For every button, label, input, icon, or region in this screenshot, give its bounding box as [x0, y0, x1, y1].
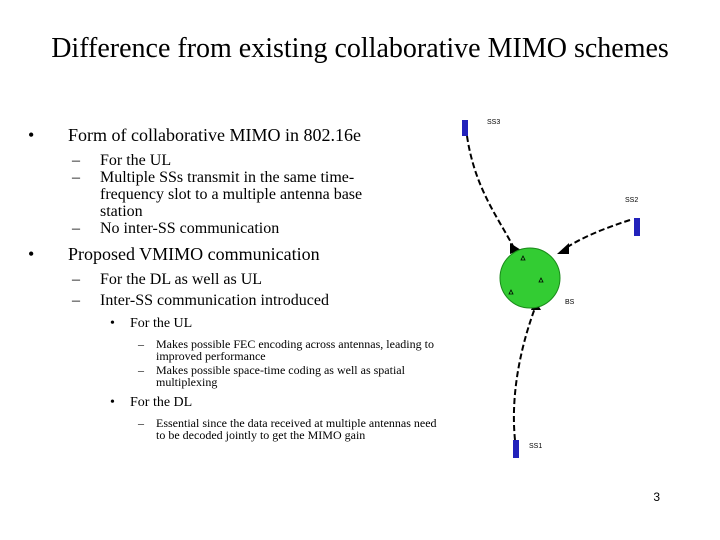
arrow-ss2 — [557, 243, 569, 254]
bullet-level2: – Inter-SS communication introduced — [28, 292, 468, 309]
bullet-level4: – Makes possible space-time coding as we… — [28, 364, 446, 388]
ss3-terminal-icon — [462, 120, 468, 136]
bullet-marker: – — [72, 292, 80, 309]
link-ss1-bs — [512, 307, 536, 441]
bullet-level2: – Multiple SSs transmit in the same time… — [28, 169, 370, 220]
page-number: 3 — [653, 490, 660, 504]
bullet-level1: • Proposed VMIMO communication — [28, 243, 468, 265]
link-ss3-bs — [466, 135, 516, 251]
bullet-text: Proposed VMIMO communication — [68, 244, 320, 264]
ss2-terminal-icon — [634, 218, 640, 236]
bullet-marker: – — [72, 152, 80, 169]
bullet-marker: – — [138, 363, 144, 377]
bullet-marker: • — [110, 395, 115, 410]
label-bs: BS — [565, 299, 575, 306]
network-diagram: SS3 SS2 BS SS1 — [462, 119, 640, 458]
bullet-text: No inter-SS communication — [100, 220, 280, 237]
arrow-ss3 — [510, 243, 521, 254]
bullet-text: For the DL — [130, 395, 193, 410]
slide-title: Difference from existing collaborative M… — [51, 33, 669, 64]
bullet-marker: – — [72, 271, 80, 288]
bullet-level3: • For the UL — [28, 315, 468, 332]
bullet-marker: – — [72, 169, 80, 186]
label-ss3: SS3 — [487, 119, 500, 126]
label-ss1: SS1 — [529, 443, 542, 450]
bullet-level2: – For the UL — [28, 152, 468, 169]
bullet-marker: – — [72, 220, 80, 237]
bullet-level2: – For the DL as well as UL — [28, 271, 468, 288]
bullet-marker: • — [110, 316, 115, 331]
bullet-level3: • For the DL — [28, 394, 468, 411]
bullet-level4: – Makes possible FEC encoding across ant… — [28, 338, 456, 362]
antenna-icon — [508, 289, 514, 295]
base-station-circle — [499, 247, 561, 309]
bullet-text: Multiple SSs transmit in the same time-f… — [100, 169, 363, 220]
bullet-text: Inter-SS communication introduced — [100, 292, 329, 309]
antenna-icon — [538, 277, 544, 283]
bullet-marker: • — [28, 125, 35, 145]
bullet-list: • Form of collaborative MIMO in 802.16e … — [28, 124, 468, 441]
bullet-level4: – Essential since the data received at m… — [28, 417, 446, 441]
bullet-text: Makes possible FEC encoding across anten… — [156, 337, 434, 363]
link-ss2-bs — [562, 219, 631, 251]
bullet-text: Makes possible space-time coding as well… — [156, 363, 405, 389]
ss1-terminal-icon — [513, 440, 519, 458]
bullet-text: Form of collaborative MIMO in 802.16e — [68, 125, 361, 145]
bullet-marker: – — [138, 337, 144, 351]
bullet-text: For the UL — [130, 316, 193, 331]
bullet-text: Essential since the data received at mul… — [156, 416, 437, 442]
bullet-marker: – — [138, 416, 144, 430]
antenna-icon — [520, 255, 526, 261]
bullet-marker: • — [28, 244, 35, 264]
bullet-level2: – No inter-SS communication — [28, 220, 468, 237]
label-ss2: SS2 — [625, 197, 638, 204]
bullet-text: For the UL — [100, 152, 172, 169]
bullet-level1: • Form of collaborative MIMO in 802.16e — [28, 124, 468, 146]
bullet-text: For the DL as well as UL — [100, 271, 263, 288]
